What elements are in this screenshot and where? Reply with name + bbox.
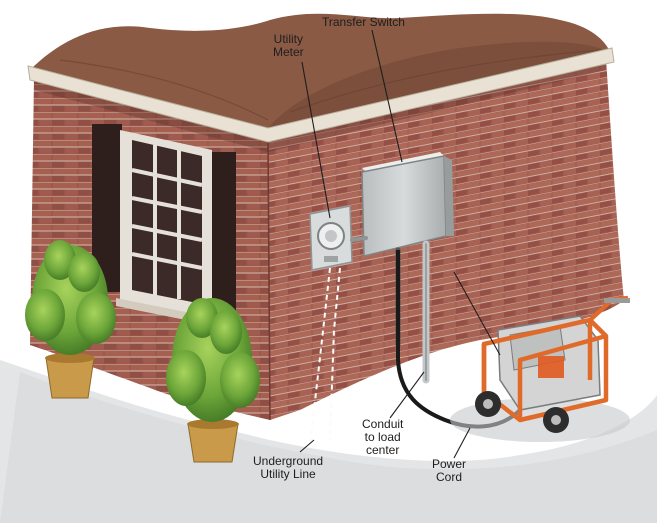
window-right-shutter <box>210 152 236 322</box>
leader-utility-meter <box>301 61 331 219</box>
conduit-label-line2: to load <box>364 430 401 444</box>
power-cord-label-line1: Power <box>432 457 467 471</box>
left-potted-plant <box>25 240 116 399</box>
ground-shadow-inner <box>0 372 657 523</box>
conduit-label: Conduit to load center <box>362 418 403 457</box>
eave-shadow <box>34 58 606 152</box>
utility-meter-label-line2: Meter <box>273 45 304 59</box>
utility-meter-label-line1: Utility <box>273 32 304 46</box>
roof-ridge-lines <box>59 49 601 121</box>
power-cord-label-line2: Cord <box>436 470 463 484</box>
roof-trim <box>27 47 615 143</box>
conduit-label-line3: center <box>366 443 400 457</box>
right-pot <box>187 423 239 463</box>
leader-transfer-switch <box>371 29 403 163</box>
underground-line <box>309 267 331 446</box>
leader-wall <box>453 271 501 356</box>
left-pot <box>45 357 95 399</box>
utility-meter <box>309 205 353 271</box>
leader-lines <box>299 29 501 459</box>
roof-shading <box>268 41 610 128</box>
window-glass <box>132 140 202 304</box>
underground-line-label: Underground Utility Line <box>253 455 323 481</box>
transfer-switch-label-text: Transfer Switch <box>322 15 405 29</box>
right-potted-plant <box>166 298 260 463</box>
roof <box>30 13 610 129</box>
leader-power-cord <box>453 427 471 459</box>
conduit-label-line1: Conduit <box>362 417 404 431</box>
underground-label-line1: Underground <box>253 454 324 468</box>
underground-label-line2: Utility Line <box>260 467 316 481</box>
transfer-switch-panel <box>361 152 454 257</box>
leader-conduit <box>389 371 425 419</box>
portable-generator <box>450 295 630 442</box>
utility-meter-label: Utility Meter <box>273 33 304 59</box>
power-cord-label: Power Cord <box>432 458 466 484</box>
window-muntins <box>131 145 203 299</box>
wall-corner-edge <box>267 139 271 421</box>
transfer-switch-label: Transfer Switch <box>322 16 405 29</box>
leader-underground <box>299 439 315 453</box>
